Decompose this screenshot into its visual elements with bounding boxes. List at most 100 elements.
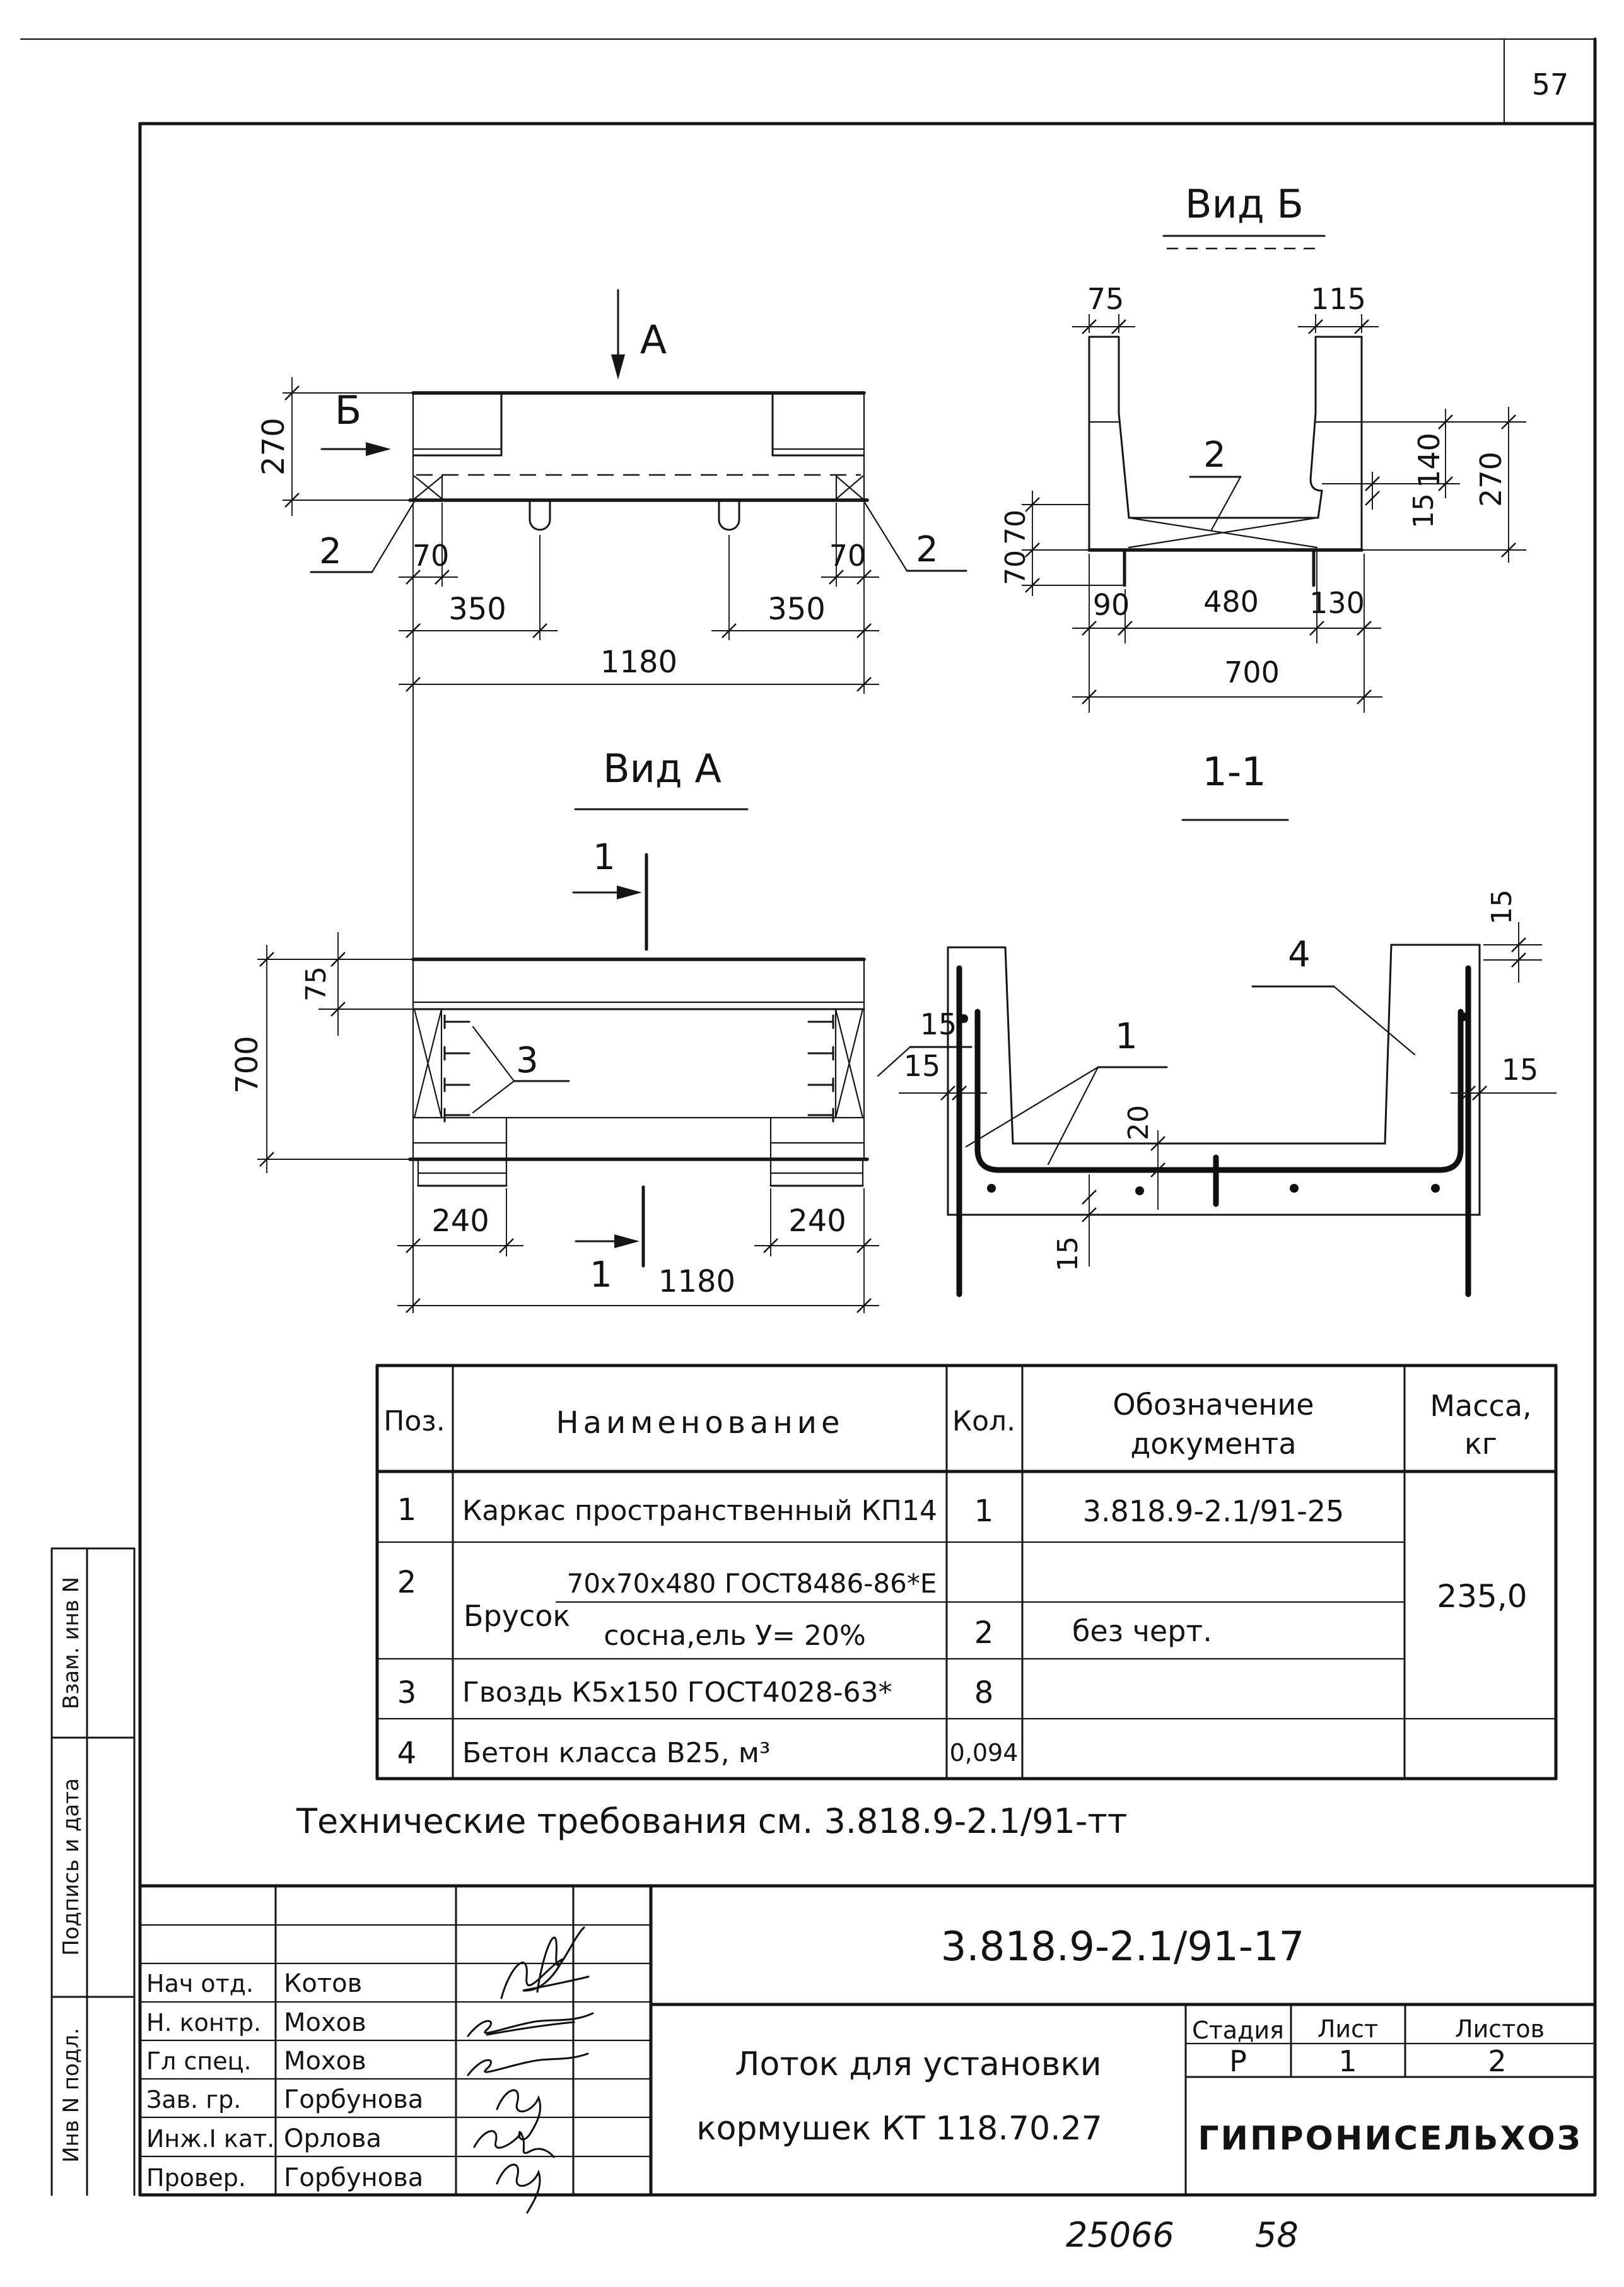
dim-label: 15 bbox=[1052, 1236, 1084, 1272]
cell-qty: 8 bbox=[974, 1675, 994, 1711]
corner-block-x-right bbox=[835, 474, 864, 501]
cut-label: 1 bbox=[593, 837, 616, 878]
dim-label: 70 bbox=[829, 539, 867, 573]
dim-label: 15 bbox=[1502, 1053, 1539, 1087]
dim-label: 350 bbox=[448, 592, 506, 627]
cell-pos: 1 bbox=[397, 1492, 417, 1528]
dim-label: 70 bbox=[1000, 550, 1032, 585]
parts-table: Поз. Наименование Кол. Обозначение докум… bbox=[375, 1364, 1558, 1781]
cell-pos: 3 bbox=[397, 1675, 417, 1711]
signature bbox=[496, 2163, 541, 2214]
role-label: Зав. гр. bbox=[146, 2086, 241, 2114]
cell-qty: 1 bbox=[974, 1494, 994, 1529]
dim-label: 115 bbox=[1311, 282, 1366, 316]
role-name: Горбунова bbox=[284, 2085, 423, 2114]
col-header-mass2: кг bbox=[1464, 1427, 1497, 1461]
titleblock-roles: Нач отд. Котов Н. контр. Мохов Гл спец. … bbox=[146, 1969, 423, 2192]
signature bbox=[467, 2052, 589, 2076]
cell-qty: 2 bbox=[974, 1615, 994, 1651]
pos-leader-1 bbox=[965, 1066, 1168, 1166]
view-arrow-b-icon bbox=[320, 442, 391, 456]
pos-label: 1 bbox=[1115, 1016, 1138, 1057]
dim-label: 15 bbox=[920, 1007, 957, 1041]
dim-label: 270 bbox=[1474, 452, 1508, 507]
role-name: Мохов bbox=[284, 2047, 366, 2076]
dim-label: 130 bbox=[1309, 586, 1365, 620]
dim-label: 700 bbox=[230, 1036, 265, 1094]
view-title: Вид Б bbox=[1185, 181, 1304, 227]
dim-label: 480 bbox=[1203, 585, 1259, 619]
cell-name: Бетон класса В25, м³ bbox=[462, 1737, 771, 1769]
cell-qty: 0,094 bbox=[950, 1739, 1019, 1767]
dim-label: 15 bbox=[904, 1049, 941, 1083]
signature bbox=[473, 2130, 555, 2158]
cut-mark-bottom-icon bbox=[575, 1185, 645, 1268]
doc-number: 3.818.9-2.1/91-17 bbox=[941, 1924, 1305, 1970]
section-outline bbox=[947, 944, 1481, 1216]
stage-label: Стадия bbox=[1192, 2016, 1284, 2044]
table-row: 2 Брусок 70х70х480 ГОСТ8486-86*Е сосна,е… bbox=[397, 1565, 1212, 1652]
foot-right bbox=[769, 1158, 864, 1187]
nails-right bbox=[807, 1014, 834, 1123]
col-header-doc: Обозначение bbox=[1113, 1388, 1314, 1422]
wall-inner-right bbox=[1309, 336, 1323, 519]
dim-label: 70 bbox=[1000, 510, 1032, 545]
cell-name: Гвоздь К5х150 ГОСТ4028-63* bbox=[462, 1676, 892, 1709]
pos-leader-3 bbox=[472, 1026, 570, 1114]
nails-left bbox=[443, 1014, 470, 1123]
signature bbox=[500, 1957, 590, 1999]
page-frame: 57 bbox=[20, 37, 1597, 2197]
sheets-value: 2 bbox=[1488, 2044, 1506, 2078]
side-panel-x-left bbox=[413, 1008, 443, 1119]
col-header-name: Наименование bbox=[556, 1405, 844, 1441]
dim-label: 240 bbox=[788, 1203, 846, 1239]
pos-leader-4 bbox=[1251, 985, 1416, 1056]
rebar bbox=[956, 965, 1471, 1297]
view-title: 1-1 bbox=[1202, 749, 1266, 795]
sidebar-cell-inv: Инв N подл. bbox=[59, 2028, 84, 2163]
dim-label: 15 bbox=[1408, 493, 1440, 529]
dim-label: 15 bbox=[1486, 889, 1518, 925]
subject-line1: Лоток для установки bbox=[735, 2045, 1101, 2083]
sidebar-cell-podpis: Подпись и дата bbox=[59, 1778, 84, 1956]
sheet-label: Лист bbox=[1317, 2015, 1378, 2043]
dim-label: 20 bbox=[1123, 1105, 1155, 1140]
dim-label: 75 bbox=[1087, 282, 1125, 316]
role-label: Нач отд. bbox=[146, 1970, 254, 1997]
col-header-doc2: документа bbox=[1130, 1427, 1296, 1461]
role-label: Инж.I кат. bbox=[146, 2125, 274, 2153]
side-panel-x-right bbox=[834, 1008, 864, 1119]
cell-name-bottom: сосна,ель У= 20% bbox=[604, 1620, 866, 1652]
dim-label: 1180 bbox=[658, 1264, 735, 1299]
table-row: 1 Каркас пространственный КП14 1 3.818.9… bbox=[397, 1492, 1345, 1529]
cell-pos: 2 bbox=[397, 1565, 417, 1600]
signatures bbox=[467, 1926, 594, 2214]
signature bbox=[467, 2012, 594, 2037]
col-header-mass: Масса, bbox=[1430, 1389, 1531, 1423]
sidebar-cell-vzam: Взам. инв N bbox=[59, 1577, 84, 1709]
wood-block-x bbox=[1128, 517, 1318, 549]
tech-note: Технические требования см. 3.818.9-2.1/9… bbox=[296, 1801, 1127, 1841]
col-header-qty: Кол. bbox=[952, 1405, 1015, 1437]
role-label: Гл спец. bbox=[146, 2047, 252, 2075]
cell-name-word: Брусок bbox=[464, 1599, 570, 1633]
section-1-1: 1-1 1 4 bbox=[899, 749, 1557, 1297]
corner-block-x-left bbox=[413, 474, 443, 501]
role-label: Н. контр. bbox=[146, 2009, 261, 2037]
dim-label: 1180 bbox=[600, 645, 677, 680]
view-plan: А Б bbox=[256, 289, 967, 1313]
sidebar: Взам. инв N Подпись и дата Инв N подл. bbox=[50, 1547, 136, 2196]
sheet-value: 1 bbox=[1338, 2044, 1357, 2078]
pos-leader-2-left bbox=[310, 500, 416, 573]
stage-value: Р bbox=[1229, 2044, 1247, 2078]
cut-mark-top-icon bbox=[572, 853, 648, 951]
dim-label: 90 bbox=[1093, 588, 1130, 622]
cell-name: Каркас пространственный КП14 bbox=[462, 1495, 937, 1527]
signature bbox=[496, 2089, 542, 2141]
page-number: 57 bbox=[1532, 67, 1569, 102]
dim-label: 75 bbox=[300, 966, 332, 1002]
pos-label: 2 bbox=[319, 531, 342, 572]
organization: ГИПРОНИСЕЛЬХОЗ bbox=[1198, 2120, 1582, 2158]
